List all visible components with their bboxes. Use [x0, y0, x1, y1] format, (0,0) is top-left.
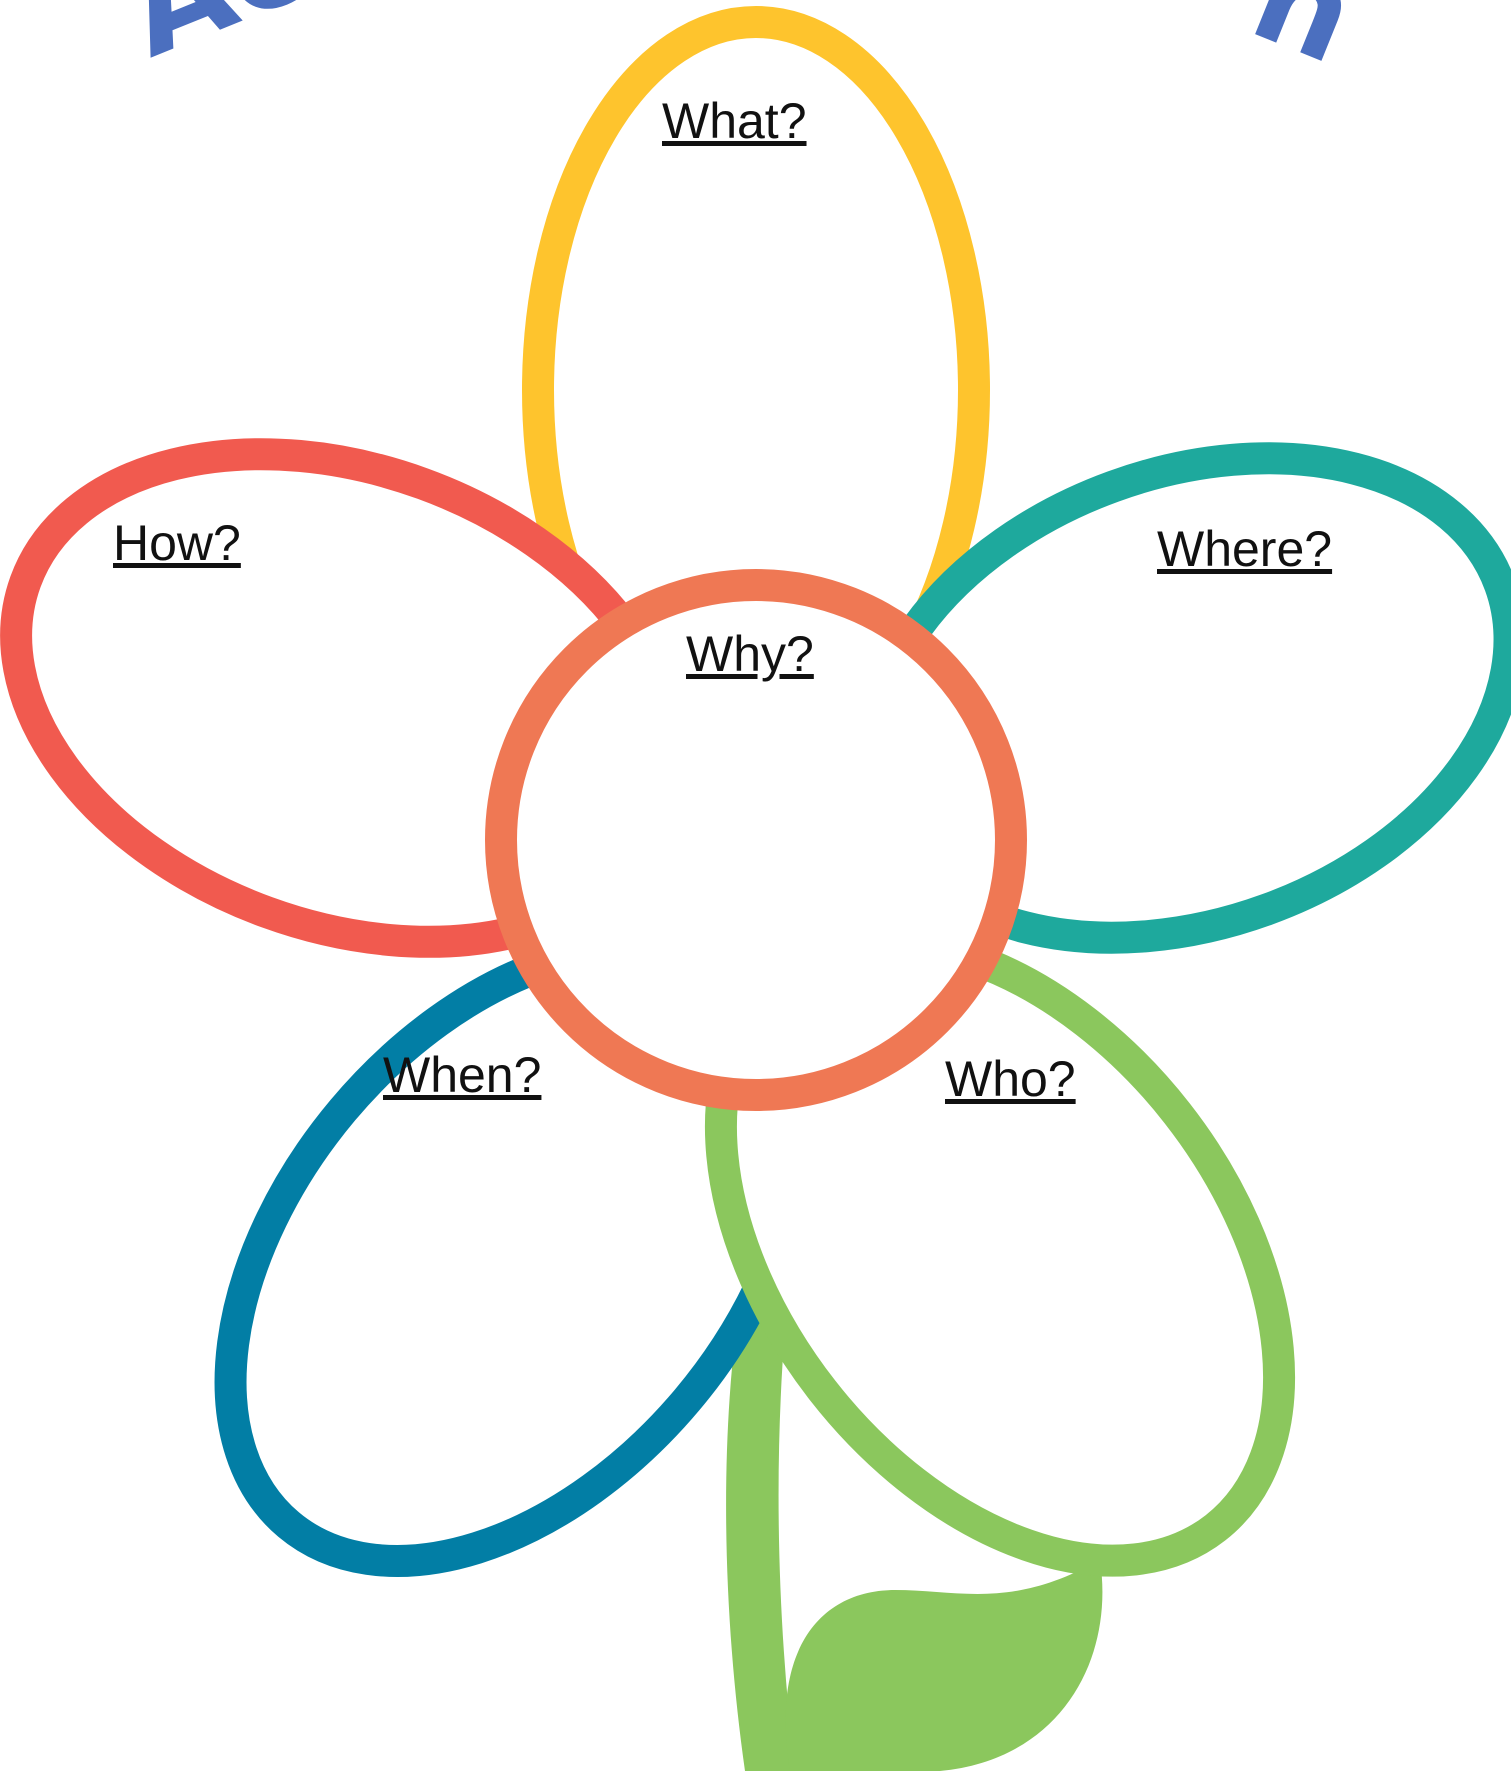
- label-how: How?: [113, 515, 241, 571]
- title-fragment-right: n: [1233, 0, 1376, 93]
- label-who: Who?: [945, 1051, 1076, 1107]
- center-why: [485, 569, 1027, 1111]
- leaf: [785, 1560, 1103, 1771]
- label-when: When?: [383, 1047, 541, 1103]
- label-what: What?: [662, 93, 807, 149]
- title-fragment-left: Ac: [105, 0, 327, 87]
- label-where: Where?: [1157, 521, 1332, 577]
- label-why: Why?: [686, 626, 814, 682]
